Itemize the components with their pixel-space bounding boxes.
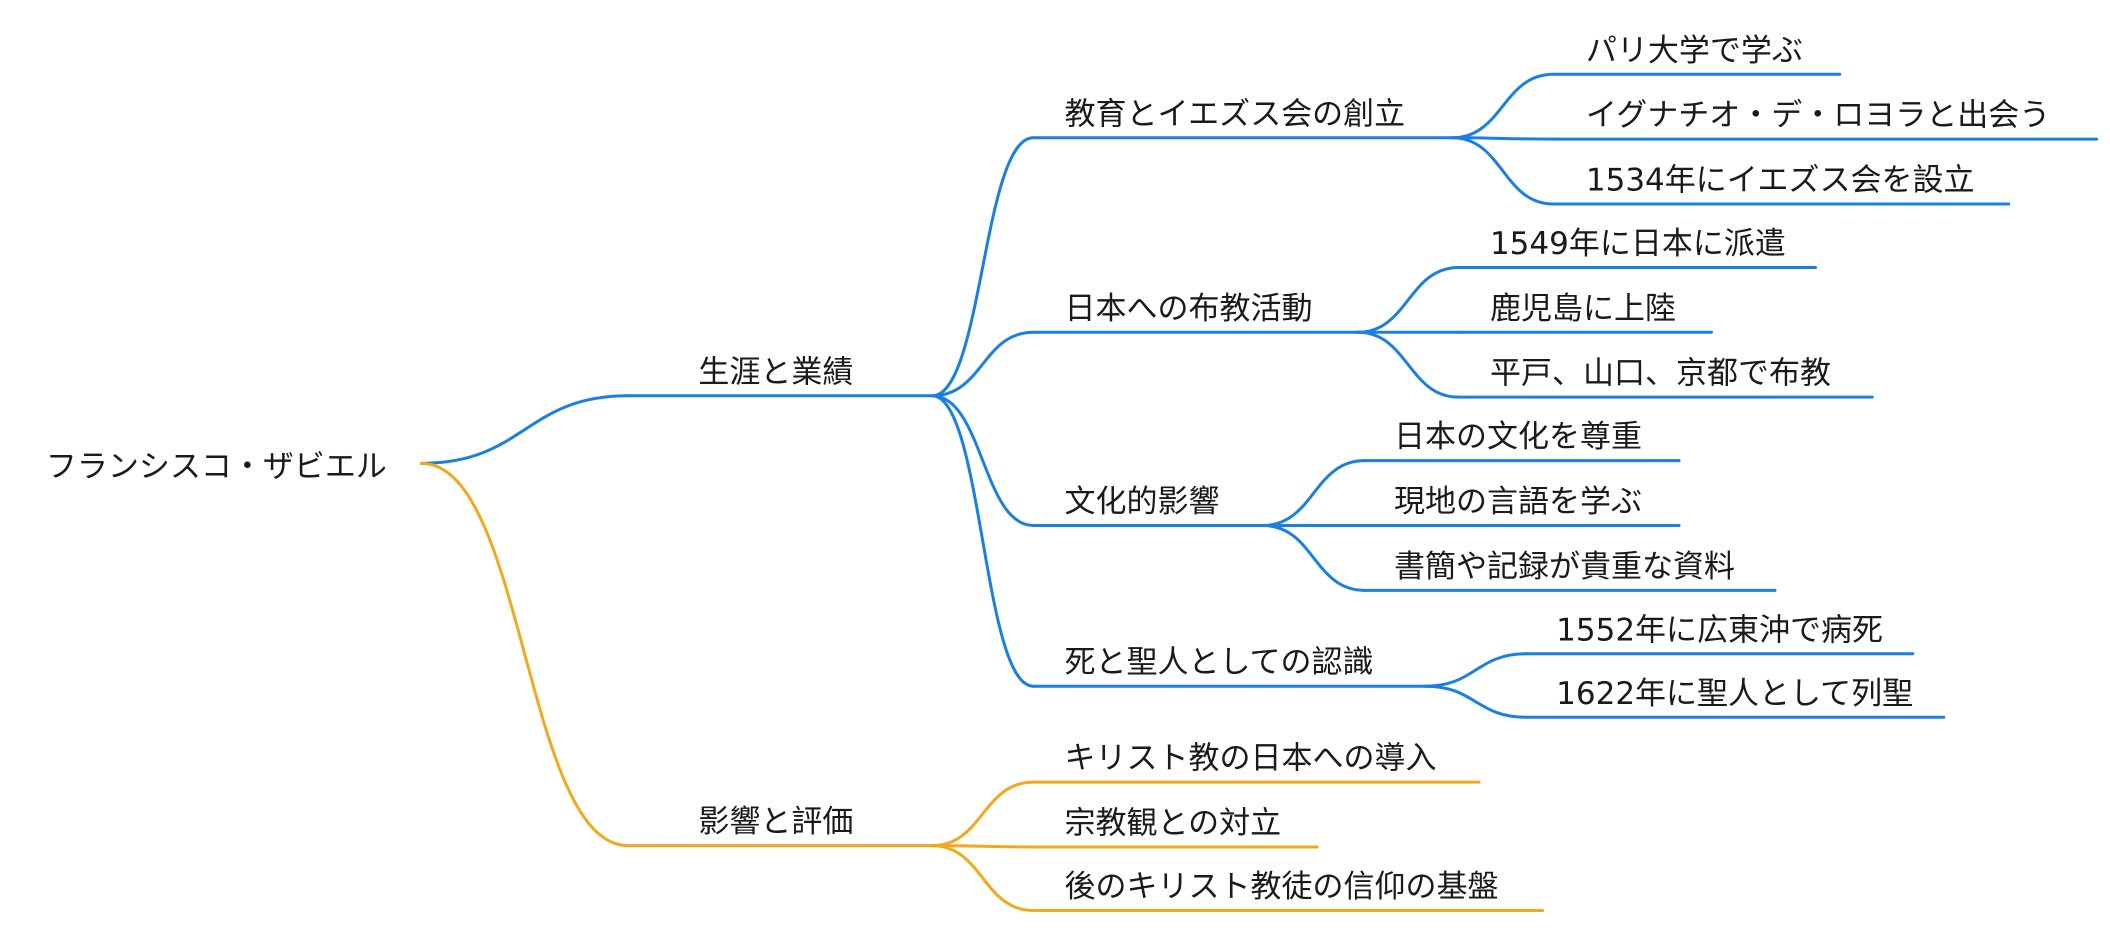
node-label-respect[interactable]: 日本の文化を尊重 [1394,419,1642,455]
edge-education-paris [1450,72,1555,140]
node-label-letters[interactable]: 書簡や記録が貴重な資料 [1394,549,1735,585]
edge-education-loyola [1450,136,1555,141]
node-label-dispatch[interactable]: 1549年に日本に派遣 [1490,226,1786,262]
node-label-education[interactable]: 教育とイエズス会の創立 [1064,96,1405,132]
node-label-conflict[interactable]: 宗教観との対立 [1064,805,1281,841]
edge-education-founding [1450,136,1555,206]
edge-life-mission [930,330,1035,398]
node-label-paris[interactable]: パリ大学で学ぶ [1586,33,1803,69]
edge-death-canonized [1423,684,1528,719]
node-label-loyola[interactable]: イグナチオ・デ・ロヨラと出会う [1586,98,2050,134]
edge-life-education [930,136,1035,398]
mindmap-nodes: フランシスコ・ザビエル 生涯と業績 教育とイエズス会の創立 パリ大学で学ぶイグナチオ・… [46,33,2050,905]
edge-mission-dispatch [1356,265,1461,334]
edge-culture-letters [1261,523,1366,592]
edge-mission-hirado [1356,330,1461,399]
node-label-hirado[interactable]: 平戸、山口、京都で布教 [1490,356,1831,392]
edge-root-life [419,394,630,465]
root-node-label[interactable]: フランシスコ・ザビエル [46,449,387,485]
node-label-died[interactable]: 1552年に広東沖で病死 [1556,612,1883,648]
edge-life-culture [930,394,1035,527]
node-label-canonized[interactable]: 1622年に聖人として列聖 [1556,676,1913,712]
node-label-language[interactable]: 現地の言語を学ぶ [1394,484,1642,520]
edge-root-impact [419,461,630,848]
node-label-founding[interactable]: 1534年にイエズス会を設立 [1586,162,1975,198]
node-label-life[interactable]: 生涯と業績 [698,354,853,390]
edge-life-death [930,394,1035,688]
edge-impact-foundation [930,844,1035,912]
node-label-culture[interactable]: 文化的影響 [1064,484,1219,520]
node-label-foundation[interactable]: 後のキリスト教徒の信仰の基盤 [1064,869,1498,905]
node-label-impact[interactable]: 影響と評価 [698,804,853,840]
mindmap-edges [419,72,2098,912]
edge-culture-respect [1261,459,1366,527]
edge-death-died [1423,652,1528,688]
node-label-death[interactable]: 死と聖人としての認識 [1064,645,1373,681]
node-label-mission[interactable]: 日本への布教活動 [1064,291,1312,327]
node-label-kagoshima[interactable]: 鹿児島に上陸 [1490,291,1676,327]
node-label-intro[interactable]: キリスト教の日本への導入 [1064,741,1436,777]
edge-impact-intro [930,780,1035,848]
edge-impact-conflict [930,844,1035,849]
